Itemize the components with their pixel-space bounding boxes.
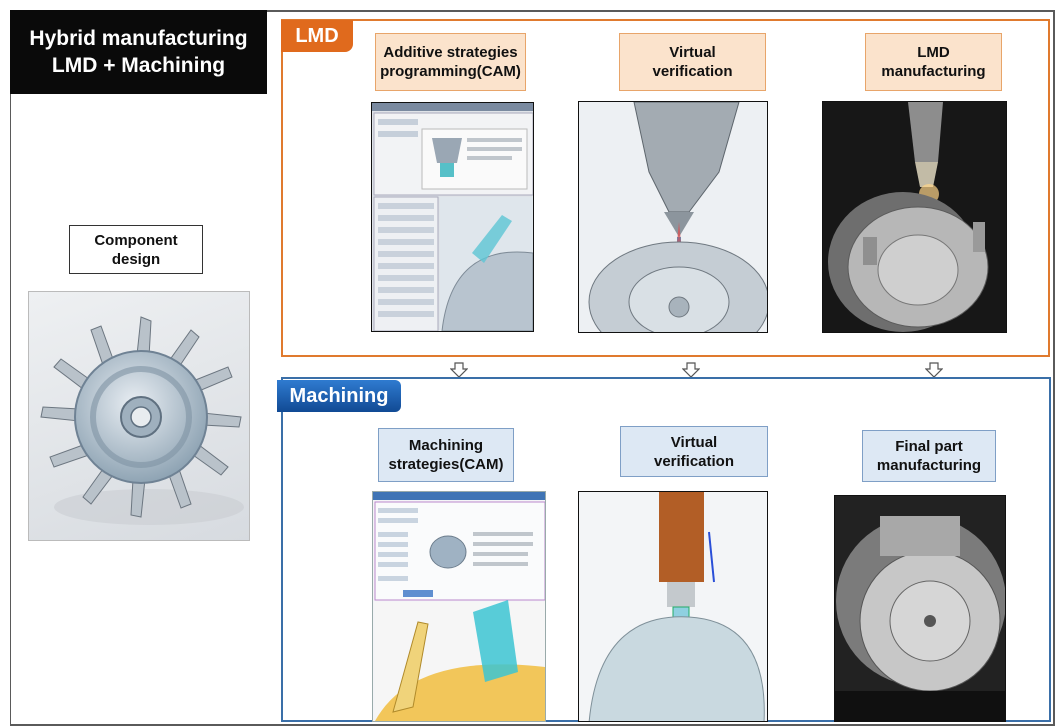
component-design-label: Component design [69, 225, 203, 274]
lmd-verification-render [578, 101, 768, 333]
down-arrow-icon [450, 362, 468, 378]
title-line-2: LMD + Machining [51, 54, 226, 77]
machining-cam-screenshot [372, 491, 546, 722]
machining-tag: Machining [277, 380, 401, 412]
lmd-section [281, 19, 1050, 357]
title-box: Hybrid manufacturing LMD + Machining [10, 10, 267, 94]
lmd-step-manufacturing-label: LMD manufacturing [865, 33, 1002, 91]
component-design-image [28, 291, 250, 541]
machining-step-cam-label: Machining strategies(CAM) [378, 428, 514, 482]
lmd-cam-screenshot [371, 102, 534, 332]
machining-step-manufacturing-label: Final part manufacturing [862, 430, 996, 482]
final-part-photo [834, 495, 1006, 722]
lmd-step-verification-label: Virtual verification [619, 33, 766, 91]
machining-verification-render [578, 491, 768, 722]
down-arrow-icon [925, 362, 943, 378]
diagram-frame [10, 10, 1055, 726]
lmd-step-cam-label: Additive strategies programming(CAM) [375, 33, 526, 91]
lmd-tag: LMD [281, 20, 353, 52]
down-arrow-icon [682, 362, 700, 378]
lmd-manufacturing-photo [822, 101, 1007, 333]
machining-step-verification-label: Virtual verification [620, 426, 768, 477]
title-line-1: Hybrid manufacturing [29, 27, 248, 50]
